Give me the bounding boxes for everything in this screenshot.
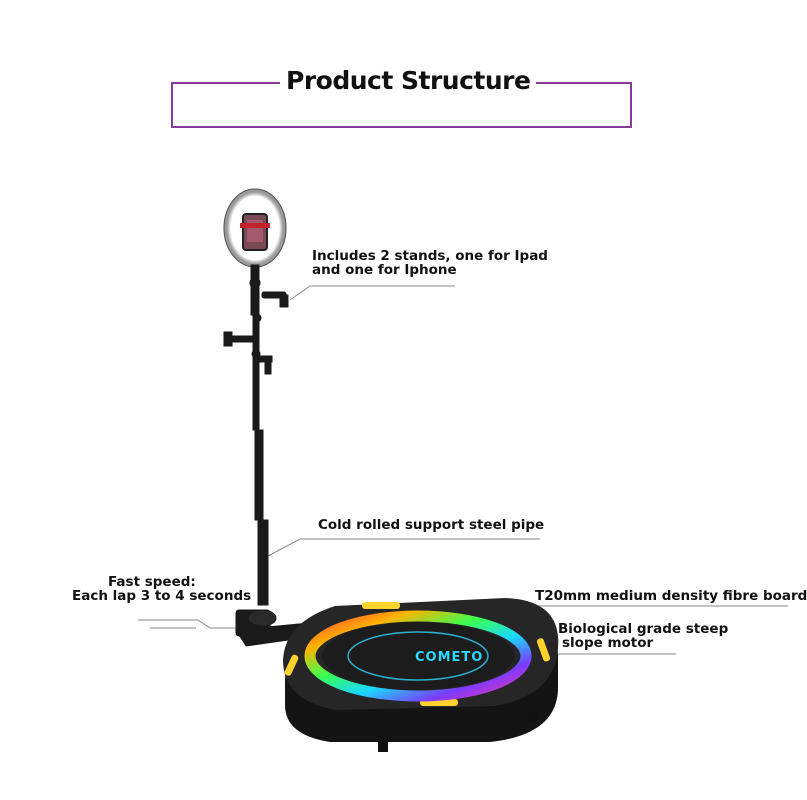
- ring-light: [223, 188, 287, 268]
- leader-pipe: [267, 538, 540, 557]
- annotation-speed-line1: Fast speed:: [108, 574, 196, 590]
- annotation-stands-line1: Includes 2 stands, one for Ipad: [312, 248, 548, 264]
- corner-lights: [284, 602, 551, 706]
- leader-speed: [138, 619, 250, 629]
- brand-logo: COMETO: [415, 650, 484, 665]
- turntable-platform: [283, 598, 559, 752]
- stand-pole: [223, 264, 331, 647]
- annotation-motor-line2: slope motor: [562, 635, 654, 651]
- page-title: Product Structure: [280, 66, 537, 95]
- annotation-motor-line1: Biological grade steep: [558, 621, 729, 637]
- annotation-speed-line2: Each lap 3 to 4 seconds: [72, 588, 252, 604]
- rgb-ring: [304, 610, 532, 702]
- annotation-pipe: Cold rolled support steel pipe: [318, 517, 545, 533]
- annotation-stands-line2: and one for Iphone: [312, 262, 457, 278]
- annotation-board: T20mm medium density fibre board: [535, 588, 807, 604]
- leader-stands: [289, 285, 455, 301]
